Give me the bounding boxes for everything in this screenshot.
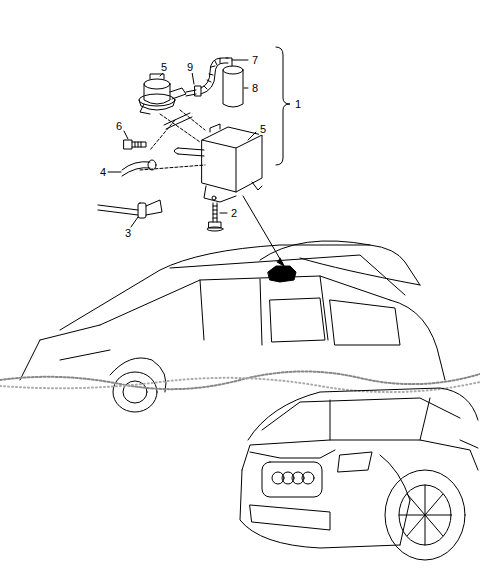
callout-number: 8 xyxy=(251,83,259,94)
callout-number: 6 xyxy=(115,121,123,132)
callout-number: 5 xyxy=(160,62,168,73)
callout-number: 5 xyxy=(259,124,267,135)
callout-number: 2 xyxy=(230,208,238,219)
callout-number: 3 xyxy=(124,228,132,239)
callout-number: 9 xyxy=(186,62,194,73)
callout-number: 1 xyxy=(294,99,302,110)
callout-number: 4 xyxy=(99,167,107,178)
callout-number: 7 xyxy=(251,55,259,66)
